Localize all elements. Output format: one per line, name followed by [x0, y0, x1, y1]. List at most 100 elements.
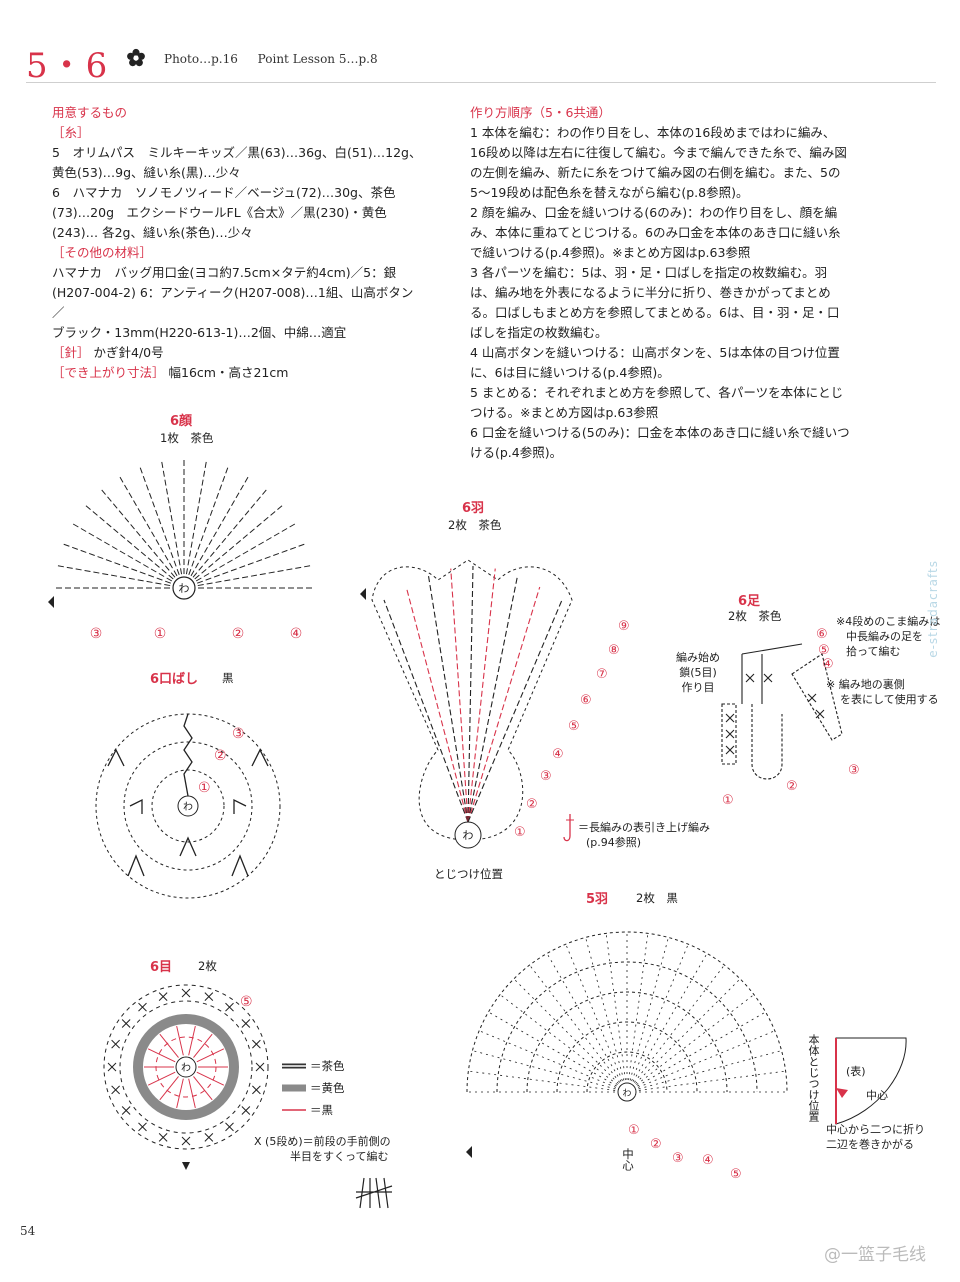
face-subtitle: 1枚 茶色: [160, 431, 214, 445]
foot6-row-number: ①: [722, 793, 734, 808]
wing5-subtitle: 2枚 黒: [636, 891, 678, 905]
foot6-note-line: 拾って編む: [846, 645, 901, 658]
wing5-diagram: わ: [466, 931, 788, 1158]
watermark: @一篮子毛线: [824, 1245, 926, 1265]
fold-face-label: (表): [846, 1065, 866, 1078]
foot6-diagram: ⑥ ⑤ ④ ③ ② ①: [721, 627, 860, 808]
yarn-6-line: (73)…20g エクシードウールFL《合太》／黒(230)・黄色: [52, 205, 387, 220]
wing6-symbol-note: ＝長編みの表引き上げ編み (p.94参照): [578, 820, 710, 850]
eye-ring-label: わ: [181, 1062, 191, 1074]
foot6-row-number: ③: [848, 763, 860, 778]
yarn-5-line: 黄色(53)…9g、縫い糸(黒)…少々: [52, 165, 241, 180]
wing6-symbol-note-line: ＝長編みの表引き上げ編み: [578, 821, 710, 834]
wing5-title: 5羽: [586, 892, 609, 907]
yarn-6-line: (243)… 各2g、縫い糸(茶色)…少々: [52, 225, 253, 240]
size-value: 幅16cm・高さ21cm: [168, 365, 289, 380]
wing6-row-number: ④: [552, 747, 564, 762]
flower-icon: [127, 48, 145, 67]
other-materials-line: ブラック・13mm(H220-613-1)…2個、中綿…適宜: [52, 325, 347, 340]
eye-subtitle: 2枚: [198, 959, 217, 973]
face-ring-label: わ: [179, 582, 190, 595]
face-row-number: ②: [232, 626, 245, 642]
instruction-step: 5 まとめる：それぞれまとめ方を参照して、各パーツを本体にとじつける。※まとめ方…: [470, 385, 844, 420]
side-watermark: e-stradacrafts: [926, 560, 940, 658]
beak-subtitle: 黒: [222, 671, 234, 685]
wing6-row-numbers: ⑨ ⑧ ⑦ ⑥ ⑤ ④ ③ ② ①: [514, 619, 630, 840]
instruction-step: 1 本体を編む：わの作り目をし、本体の16段めまではわに編み、16段め以降は左右…: [470, 125, 847, 200]
foot6-note-line: ※4段めのこま編みは: [836, 615, 941, 628]
fold-note-line: 二辺を巻きかがる: [826, 1138, 914, 1151]
eye-stitch-note-line: 半目をすくって編む: [290, 1150, 389, 1163]
page-references: Photo…p.16 Point Lesson 5…p.8: [164, 52, 394, 66]
wing6-row-number: ⑧: [608, 643, 620, 658]
face-row-number: ③: [90, 626, 103, 642]
fold-diagram: [835, 1037, 907, 1125]
instructions-section: 作り方順序（5・6共通） 1 本体を編む：わの作り目をし、本体の16段めまではわ…: [470, 103, 850, 463]
wing6-row-number: ①: [514, 825, 526, 840]
other-materials-label: ［その他の材料］: [52, 245, 153, 260]
wing6-row-number: ⑨: [618, 619, 630, 634]
foot6-row-number: ②: [786, 779, 798, 794]
eye-row-number: ⑤: [240, 994, 253, 1010]
foot6-subtitle: 2枚 茶色: [728, 609, 782, 623]
fold-note: 中心から二つに折り 二辺を巻きかがる: [826, 1122, 925, 1152]
face-diagram: わ: [48, 460, 312, 608]
face-row-numbers: ③ ① ② ④: [90, 626, 303, 642]
face-row-number: ④: [290, 626, 303, 642]
foot6-start-note-line: 作り目: [681, 681, 715, 694]
materials-section: 用意するもの ［糸］ 5 オリムパス ミルキーキッズ／黒(63)…36g、白(5…: [52, 103, 422, 383]
foot6-start-note-line: 編み始め: [676, 651, 720, 664]
legend-black: ＝黒: [310, 1103, 333, 1117]
instruction-step: 2 顔を編み、口金を縫いつける(6のみ)：わの作り目をし、顔を編み、本体に重ねて…: [470, 205, 841, 260]
wing5-row-number: ⑤: [730, 1167, 742, 1182]
needle-value: かぎ針4/0号: [93, 345, 164, 360]
wing5-center-label: 中心: [621, 1148, 635, 1171]
wing6-ring-label: わ: [463, 829, 474, 842]
materials-heading: 用意するもの: [52, 105, 128, 120]
wing6-attach-label: とじつけ位置: [434, 867, 503, 881]
color-legend: ＝茶色 ＝黄色 ＝黒: [282, 1059, 345, 1117]
beak-row-number: ③: [232, 726, 245, 742]
legend-brown: ＝茶色: [310, 1059, 345, 1073]
other-materials-line: (H207-004-2) 6：アンティーク(H207-008)…1組、山高ボタン…: [52, 285, 414, 320]
page-number: 54: [20, 1224, 36, 1238]
foot6-note-line: ※ 編み地の裏側: [826, 678, 905, 691]
wing6-row-number: ⑦: [596, 667, 608, 682]
instruction-step: 3 各パーツを編む：5は、羽・足・口ばしを指定の枚数編む。羽は、編み地を外表にな…: [470, 265, 840, 340]
foot6-row-number: ⑤: [818, 643, 830, 658]
wing5-row-number: ①: [628, 1123, 640, 1138]
wing5-ring-label: わ: [622, 1088, 631, 1099]
foot6-start-note-line: 鎖(5目): [679, 666, 717, 679]
wing6-title: 6羽: [462, 501, 485, 516]
fold-side-label: 本体とじつけ位置: [807, 1034, 820, 1122]
fold-center-label: 中心: [866, 1089, 888, 1102]
beak-title: 6口ばし: [150, 672, 199, 687]
other-materials-line: ハマナカ バッグ用口金(ヨコ約7.5cm×タテ約4cm)／5：銀: [52, 265, 397, 280]
wing6-symbol-note-line: (p.94参照): [586, 836, 642, 849]
foot6-title: 6足: [738, 594, 761, 609]
wing6-row-number: ②: [526, 797, 538, 812]
pattern-number: 5・6: [26, 46, 110, 86]
instruction-step: 6 口金を縫いつける(5のみ)：口金を本体のあき口に縫い糸で縫いつける(p.4参…: [470, 425, 850, 460]
foot6-note-line: 中長編みの足を: [846, 630, 923, 643]
beak-row-number: ①: [198, 780, 211, 796]
foot6-start-note: 編み始め 鎖(5目) 作り目: [676, 650, 720, 695]
beak-ring-label: わ: [183, 801, 193, 813]
needle-label: ［針］: [52, 345, 90, 360]
wing5-row-number: ③: [672, 1151, 684, 1166]
size-label: ［でき上がり寸法］: [52, 365, 165, 380]
foot6-row-number: ④: [822, 657, 834, 672]
eye-stitch-note-line: X (5段め)＝前段の手前側の: [254, 1135, 391, 1148]
wing5-row-number: ④: [702, 1153, 714, 1168]
eye-diagram: わ ⑤: [103, 984, 269, 1170]
wing5-row-number: ②: [650, 1137, 662, 1152]
face-row-number: ①: [154, 626, 167, 642]
wing6-subtitle: 2枚 茶色: [448, 518, 502, 532]
foot6-note-line: を表にして使用する: [840, 693, 939, 706]
wing6-row-number: ⑤: [568, 719, 580, 734]
beak-diagram: わ ③ ② ①: [95, 713, 281, 899]
stitch-symbol-icon: [355, 1177, 393, 1209]
beak-row-number: ②: [214, 748, 227, 764]
legend-yellow: ＝黄色: [310, 1081, 345, 1095]
lesson-ref: Point Lesson 5…p.8: [257, 52, 378, 66]
